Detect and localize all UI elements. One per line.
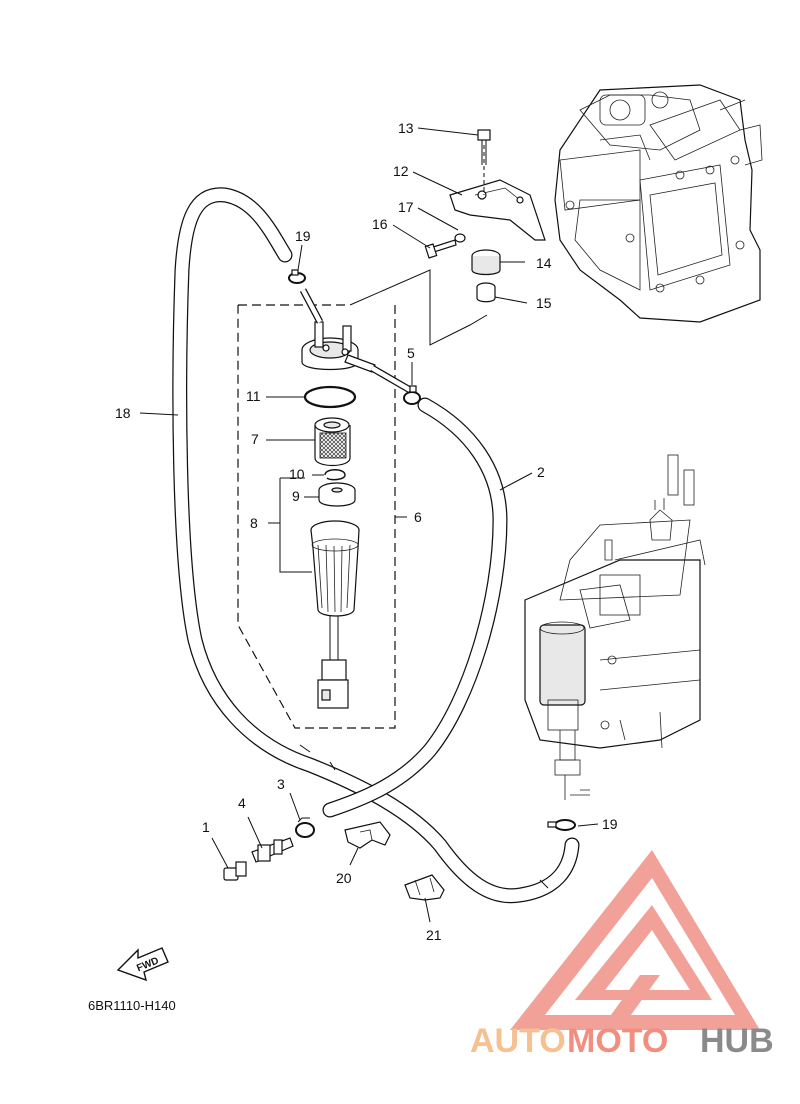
hose-2: [322, 397, 508, 818]
callout-6: 6: [414, 509, 422, 525]
holder-21: [404, 874, 445, 901]
callout-14: 14: [536, 255, 552, 271]
callout-3: 3: [277, 776, 285, 792]
callout-9: 9: [292, 488, 300, 504]
clamp-3: [295, 817, 315, 838]
callout-15: 15: [536, 295, 552, 311]
callout-7: 7: [251, 431, 259, 447]
grommet-14: [471, 249, 501, 276]
callout-19-bottom: 19: [602, 816, 618, 832]
callout-13: 13: [398, 120, 414, 136]
plug-1: [223, 861, 247, 881]
watermark-hub: HUB: [700, 1022, 774, 1060]
callout-1: 1: [202, 819, 210, 835]
watermark-moto: MOTO: [567, 1022, 668, 1060]
holder-20: [344, 821, 391, 849]
assembly-6-boundary: [237, 304, 396, 729]
hose-clip-19-bottom: [547, 819, 576, 831]
callout-8: 8: [250, 515, 258, 531]
callout-4: 4: [238, 795, 246, 811]
hose-clip-5: [403, 385, 421, 405]
watermark-logo: [510, 850, 760, 1030]
callout-20: 20: [336, 870, 352, 886]
filter-element: [314, 417, 351, 467]
callout-12: 12: [393, 163, 409, 179]
float: [318, 482, 356, 507]
callout-10: 10: [289, 466, 305, 482]
hose-18: [172, 187, 580, 904]
callout-21: 21: [426, 927, 442, 943]
screw-16: [424, 239, 457, 259]
o-ring: [303, 385, 357, 409]
filter-cup: [310, 520, 360, 709]
fitting-4: [251, 837, 294, 863]
callout-19-top: 19: [295, 228, 311, 244]
callout-2: 2: [537, 464, 545, 480]
engine-block-illustration: [554, 84, 763, 323]
vapor-separator-illustration: [524, 454, 706, 800]
callout-18: 18: [115, 405, 131, 421]
hose-clip-19-top: [288, 269, 306, 284]
callout-labels: 13 12 17 16 14 15 19 5 11 7 10 9 8 6 18 …: [115, 120, 618, 943]
filter-head: [301, 321, 376, 373]
callout-17: 17: [398, 199, 414, 215]
leader-lines: [139, 127, 599, 923]
bracket: [449, 179, 546, 241]
callout-16: 16: [372, 216, 388, 232]
circlip: [324, 469, 346, 481]
assembly-leader: [349, 269, 488, 346]
callout-5: 5: [407, 345, 415, 361]
callout-11: 11: [246, 388, 261, 404]
collar-15: [476, 282, 496, 303]
fwd-direction-arrow: FWD: [116, 947, 169, 982]
watermark-auto: AUTO: [470, 1022, 566, 1060]
diagram-code: 6BR1110-H140: [88, 998, 176, 1013]
washer-17: [454, 233, 466, 243]
